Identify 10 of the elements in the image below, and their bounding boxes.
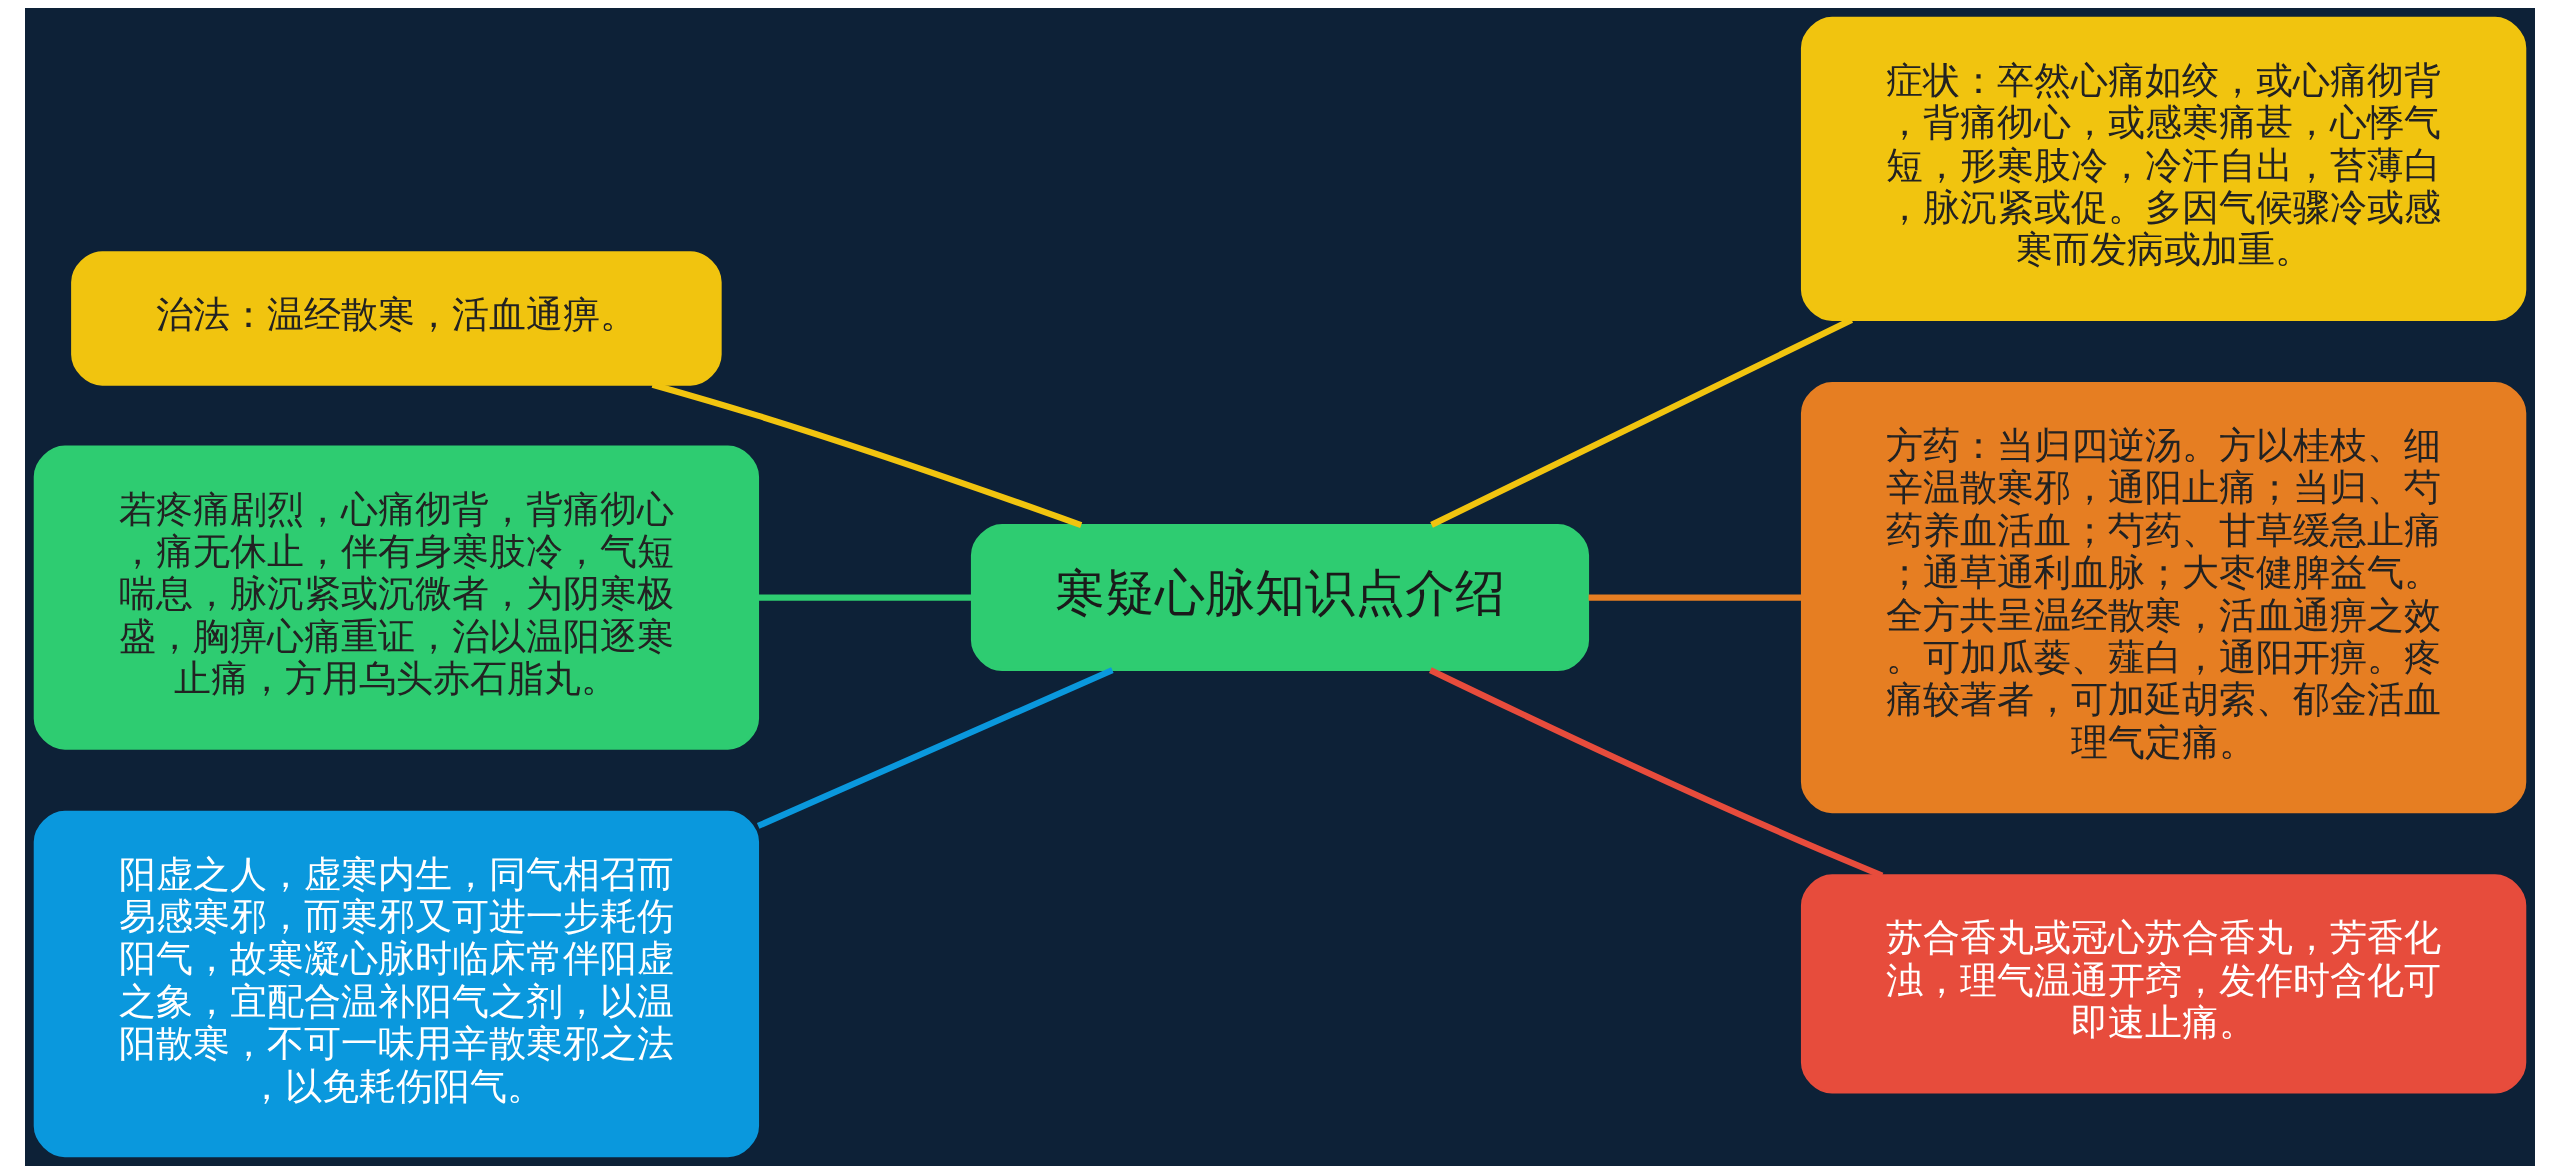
node-box: 若疼痛剧烈，心痛彻背，背痛彻心，痛无休止，伴有身寒肢冷，气短喘息，脉沉紧或沉微者，为阴寒极盛，胸痹心痛重证，治以温阳逐寒止痛，方用乌头赤石脂丸。 bbox=[33, 445, 760, 750]
connector bbox=[756, 667, 1114, 829]
connector bbox=[1588, 594, 1802, 601]
node-box: 苏合香丸或冠心苏合香丸，芳香化浊，理气温通开窍，发作时含化可即速止痛。 bbox=[1800, 874, 2527, 1094]
node-box: 阳虚之人，虚寒内生，同气相召而易感寒邪，而寒邪又可进一步耗伤阳气，故寒凝心脉时临床常伴阳虚之象，宜配合温补阳气之剂，以温阳散寒，不可一味用辛散寒邪之法，以免耗伤阳气。 bbox=[33, 810, 760, 1158]
node-box: 方药：当归四逆汤。方以桂枝、细辛温散寒邪，通阳止痛；当归、芍药养血活血；芍药、甘草缓急止痛；通草通利血脉；大枣健脾益气。全方共呈温经散寒，活血通痹之效。可加瓜蒌、薤白，通阳开痹。疼痛较著者，可加延胡索、郁金活血理气定痛。 bbox=[1800, 382, 2527, 814]
node-box: 治法：温经散寒，活血通痹。 bbox=[71, 251, 722, 386]
connector bbox=[758, 594, 972, 601]
node-box: 寒疑心脉知识点介绍 bbox=[970, 524, 1590, 672]
node-box: 症状：卒然心痛如绞，或心痛彻背，背痛彻心，或感寒痛甚，心悸气短，形寒肢冷，冷汗自出，苔薄白，脉沉紧或促。多因气候骤冷或感寒而发病或加重。 bbox=[1800, 16, 2527, 321]
